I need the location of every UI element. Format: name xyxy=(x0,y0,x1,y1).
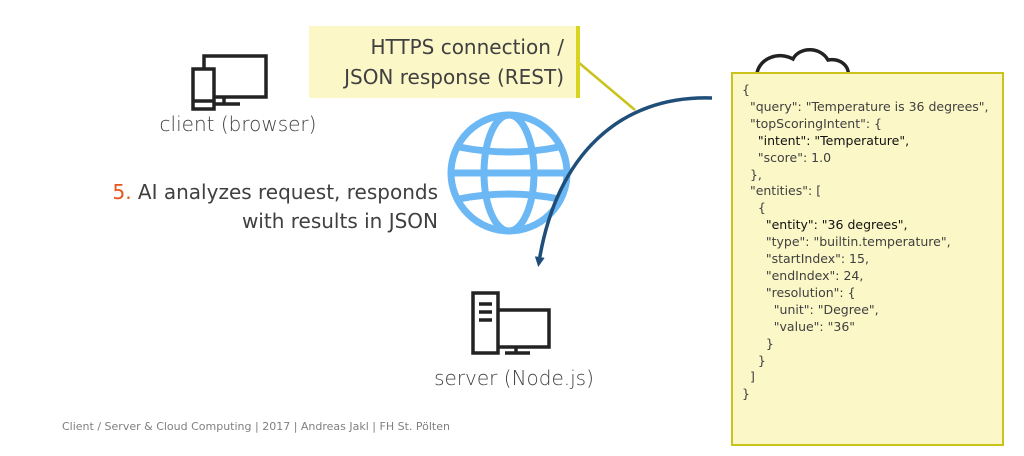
json-line: "resolution": { xyxy=(742,284,856,300)
json-line: "unit": "Degree", xyxy=(742,301,879,317)
json-line: "startIndex": 15, xyxy=(742,251,869,267)
connector-line xyxy=(577,61,636,111)
step-number: 5. xyxy=(112,180,132,204)
client-label: client (browser) xyxy=(159,112,317,136)
step-text-line1: AI analyzes request, responds xyxy=(137,180,438,204)
json-line: "entities": [ xyxy=(742,183,822,199)
json-line: { xyxy=(742,200,766,216)
connection-label-accent-bar xyxy=(576,26,580,98)
json-line: "type": "builtin.temperature", xyxy=(742,234,951,250)
connection-label-box: HTTPS connection / JSON response (REST) xyxy=(309,26,580,98)
cloud-icon xyxy=(755,48,850,77)
json-line: "score": 1.0 xyxy=(742,149,832,165)
json-line: } xyxy=(742,352,766,368)
step-text-line2: with results in JSON xyxy=(241,209,438,233)
json-line: "entity": "36 degrees", xyxy=(742,217,908,233)
json-line: }, xyxy=(742,166,762,182)
response-arrow xyxy=(534,96,713,267)
json-line: "topScoringIntent": { xyxy=(742,115,883,131)
connection-label-line1: HTTPS connection / xyxy=(370,35,564,59)
monitor-laptop-icon xyxy=(191,54,268,111)
footer: Client / Server & Cloud Computing | 2017… xyxy=(62,420,450,433)
server-label: server (Node.js) xyxy=(434,366,594,390)
json-line: "intent": "Temperature", xyxy=(742,132,910,148)
json-line: "endIndex": 24, xyxy=(742,267,864,283)
server-icon xyxy=(471,291,551,355)
json-line: "query": "Temperature is 36 degrees", xyxy=(742,98,989,114)
json-line: } xyxy=(742,335,774,351)
json-response-box: { "query": "Temperature is 36 degrees", … xyxy=(731,72,1004,446)
step-description: 5. AI analyzes request, responds with re… xyxy=(60,178,438,236)
connection-label-line2: JSON response (REST) xyxy=(344,65,564,89)
globe-icon xyxy=(447,111,571,235)
json-line: "value": "36" xyxy=(742,318,856,334)
json-line: ] xyxy=(742,369,755,385)
json-line: } xyxy=(742,386,750,402)
json-line: { xyxy=(742,82,750,97)
